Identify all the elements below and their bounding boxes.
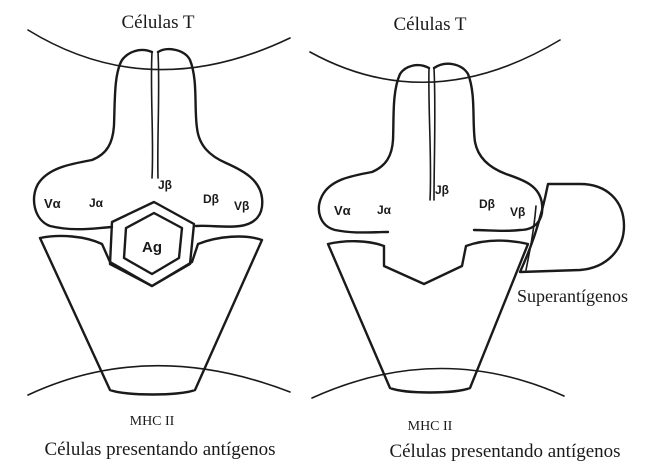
right-v-beta-label: Vβ — [510, 205, 525, 219]
left-tcr-groove — [151, 52, 152, 178]
left-v-alpha-label: Vα — [44, 196, 61, 211]
left-d-beta-label: Dβ — [203, 192, 219, 206]
right-mhc-label: MHC II — [408, 419, 453, 434]
right-tcr-groove-2 — [434, 68, 435, 200]
left-tcr-groove-2 — [158, 52, 159, 178]
left-apc-membrane — [28, 366, 290, 395]
right-apc-label: Células presentando antígenos — [389, 441, 620, 462]
right-j-beta-label: Jβ — [435, 183, 449, 197]
right-t-cell-label: Células T — [393, 14, 466, 35]
right-j-alpha-label: Jα — [377, 203, 392, 217]
left-t-cell-label: Células T — [121, 12, 194, 33]
left-v-beta-label: Vβ — [234, 199, 249, 213]
right-panel: Células T Vα Jα Jβ Dβ Vβ Superantígenos … — [310, 14, 628, 462]
right-d-beta-label: Dβ — [479, 197, 495, 211]
left-antigen-label: Ag — [142, 239, 162, 256]
superantigen-molecule — [520, 184, 624, 272]
superantigen-label: Superantígenos — [517, 286, 628, 306]
left-panel: Células T Vα Jα Jβ Dβ Vβ Ag MHC II Célul… — [28, 12, 290, 460]
right-v-alpha-label: Vα — [334, 203, 351, 218]
left-apc-label: Células presentando antígenos — [44, 439, 275, 460]
right-mhc-ii-molecule — [328, 241, 528, 393]
left-j-alpha-label: Jα — [89, 196, 104, 210]
left-mhc-label: MHC II — [130, 414, 175, 429]
left-mhc-ii-molecule — [40, 236, 262, 395]
left-j-beta-label: Jβ — [158, 178, 172, 192]
right-tcr-groove — [429, 68, 431, 200]
